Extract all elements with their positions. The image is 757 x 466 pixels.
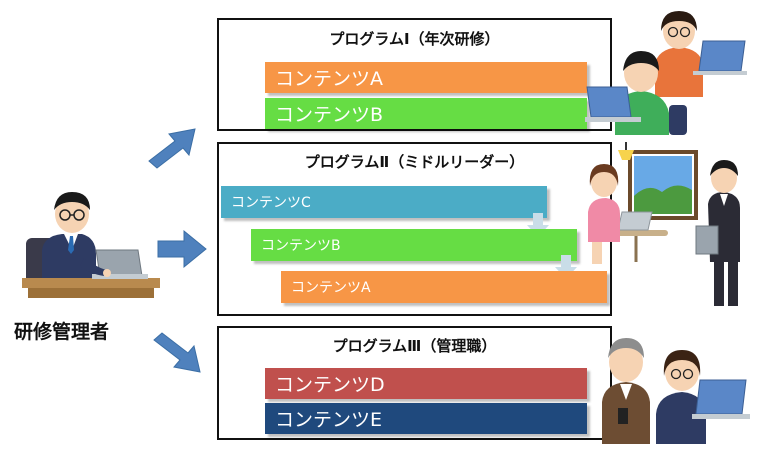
- content-label: コンテンツA: [291, 280, 371, 296]
- program-2-panel: プログラムⅡ（ミドルリーダー） コンテンツC コンテンツB コンテンツA: [217, 142, 612, 316]
- content-bar: コンテンツB: [251, 229, 577, 261]
- admin-person-icon: [14, 180, 164, 305]
- arrow-right-icon: [150, 330, 206, 376]
- content-label: コンテンツE: [275, 409, 383, 431]
- content-label: コンテンツB: [275, 104, 384, 126]
- content-bar: コンテンツE: [265, 403, 587, 434]
- content-bar: コンテンツD: [265, 368, 587, 399]
- manager-pair-icon: [596, 322, 756, 444]
- content-label: コンテンツA: [275, 68, 383, 90]
- program-3-title: プログラムⅢ（管理職）: [332, 337, 497, 355]
- program-3-panel: プログラムⅢ（管理職） コンテンツD コンテンツE: [217, 326, 612, 440]
- content-bar: コンテンツA: [281, 271, 607, 303]
- arrow-right-icon: [156, 229, 208, 269]
- content-bar: コンテンツC: [221, 186, 547, 218]
- content-label: コンテンツC: [231, 195, 311, 211]
- program-1-panel: プログラムⅠ（年次研修） コンテンツA コンテンツB: [217, 18, 612, 131]
- content-bar: コンテンツA: [265, 62, 587, 93]
- content-bar: コンテンツB: [265, 98, 587, 129]
- learner-pair-icon: [585, 5, 755, 140]
- admin-label: 研修管理者: [14, 321, 110, 343]
- program-1-title: プログラムⅠ（年次研修）: [329, 30, 500, 48]
- content-label: コンテンツD: [275, 374, 385, 396]
- arrow-right-icon: [145, 125, 201, 171]
- content-label: コンテンツB: [261, 238, 341, 254]
- learner-group-icon: [578, 142, 756, 312]
- program-2-title: プログラムⅡ（ミドルリーダー）: [304, 153, 525, 171]
